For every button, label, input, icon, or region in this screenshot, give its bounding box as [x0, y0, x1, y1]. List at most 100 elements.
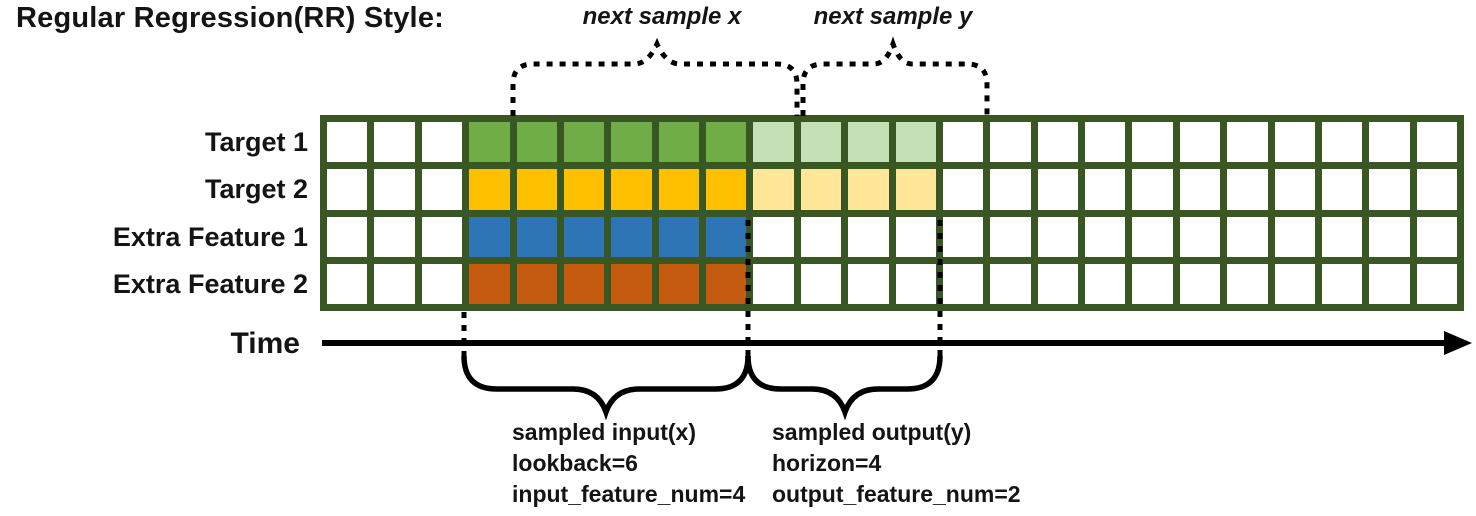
grid-cell: [658, 169, 699, 210]
grid-cell: [1274, 263, 1315, 304]
grid-cell: [611, 169, 652, 210]
grid-cell: [706, 169, 747, 210]
grid-cell: [1132, 263, 1173, 304]
grid-cell: [327, 263, 368, 304]
grid-cell: [563, 216, 605, 257]
grid-cell: [611, 263, 652, 304]
grid-cell: [942, 169, 984, 210]
next-sample-x-label: next sample x: [582, 3, 742, 30]
grid-cell: [1369, 216, 1410, 257]
grid-cell: [753, 122, 794, 163]
sampled-input-line: sampled input(x): [512, 419, 697, 445]
grid-cell: [658, 263, 699, 304]
grid-cell: [706, 122, 747, 163]
grid-cell: [753, 263, 794, 304]
input-feature-num-line: input_feature_num=4: [512, 481, 746, 507]
grid-cell: [1274, 169, 1315, 210]
grid-cell: [1179, 216, 1221, 257]
grid-cell: [611, 122, 652, 163]
grid-cell: [658, 216, 699, 257]
grid-cell: [895, 263, 936, 304]
grid-cell: [1132, 169, 1173, 210]
grid-cell: [516, 263, 557, 304]
grid-cell: [1037, 122, 1078, 163]
grid-cell: [706, 263, 747, 304]
grid-cell: [611, 216, 652, 257]
grid-cell: [706, 216, 747, 257]
grid-cell: [942, 216, 984, 257]
grid-cell: [469, 122, 510, 163]
grid-cell: [1321, 216, 1363, 257]
sampled-input-annotation: sampled input(x) lookback=6 input_featur…: [512, 420, 745, 513]
grid-cell: [1369, 263, 1410, 304]
grid-cell: [800, 263, 842, 304]
grid-cell: [1037, 169, 1078, 210]
grid-cell: [1227, 216, 1268, 257]
grid-cell: [1179, 169, 1221, 210]
next-sample-y-brace: [800, 36, 990, 116]
grid-cell: [658, 122, 699, 163]
grid-cell: [1416, 169, 1457, 210]
grid-cell: [1369, 122, 1410, 163]
grid-cell: [327, 122, 368, 163]
grid-cell: [374, 169, 415, 210]
grid-cell: [800, 216, 842, 257]
grid-cell: [1416, 122, 1457, 163]
grid-cell: [1179, 122, 1221, 163]
grid-cell: [753, 216, 794, 257]
grid-cell: [1227, 263, 1268, 304]
grid-cell: [1132, 216, 1173, 257]
grid-cell: [848, 216, 889, 257]
grid-cell: [895, 122, 936, 163]
grid-cell: [1274, 216, 1315, 257]
grid-cell: [1085, 169, 1126, 210]
grid-cell: [895, 169, 936, 210]
grid-cell: [469, 169, 510, 210]
grid-cell: [421, 263, 463, 304]
output-feature-num-line: output_feature_num=2: [772, 481, 1021, 507]
diagram-title: Regular Regression(RR) Style:: [16, 2, 444, 34]
horizon-line: horizon=4: [772, 450, 882, 476]
grid-cell: [1274, 122, 1315, 163]
grid-cell: [1037, 263, 1078, 304]
row-label-target-1: Target 1: [204, 127, 308, 157]
grid-cell: [327, 169, 368, 210]
grid-cell: [469, 263, 510, 304]
grid-cell: [942, 122, 984, 163]
grid-cell: [421, 122, 463, 163]
row-label-extra-feature-1: Extra Feature 1: [112, 222, 308, 252]
grid-cell: [848, 122, 889, 163]
sampled-output-line: sampled output(y): [772, 419, 972, 445]
grid-cell: [848, 169, 889, 210]
grid-cell: [1227, 122, 1268, 163]
sampled-output-brace: [745, 355, 943, 421]
grid-cell: [990, 216, 1031, 257]
grid-cell: [990, 122, 1031, 163]
row-label-extra-feature-2: Extra Feature 2: [112, 269, 308, 299]
grid-cell: [848, 263, 889, 304]
grid-cell: [895, 216, 936, 257]
grid-cell: [374, 263, 415, 304]
grid-cell: [1321, 263, 1363, 304]
grid-cell: [1227, 169, 1268, 210]
grid-cell: [990, 263, 1031, 304]
grid-cell: [1321, 122, 1363, 163]
time-axis-arrowhead-icon: [1444, 331, 1472, 355]
grid-cell: [563, 169, 605, 210]
time-axis-label: Time: [230, 327, 300, 360]
next-sample-y-label: next sample y: [813, 3, 973, 30]
grid-cell: [990, 169, 1031, 210]
grid-cell: [374, 216, 415, 257]
lookback-line: lookback=6: [512, 450, 638, 476]
grid-cell: [563, 263, 605, 304]
grid-cell: [800, 122, 842, 163]
grid-cell: [1085, 216, 1126, 257]
sampled-input-brace: [461, 355, 751, 421]
grid-cell: [1085, 122, 1126, 163]
grid-cell: [1179, 263, 1221, 304]
grid-cell: [421, 216, 463, 257]
grid-cell: [1085, 263, 1126, 304]
grid-cell: [1416, 263, 1457, 304]
grid-cell: [516, 169, 557, 210]
grid-cell: [1416, 216, 1457, 257]
